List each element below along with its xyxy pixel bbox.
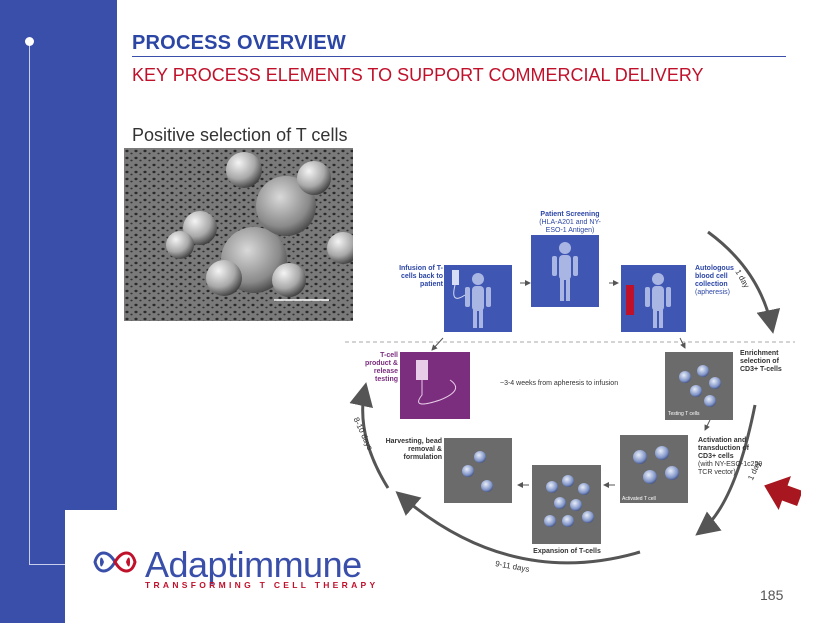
patient-screening-label: Patient Screening(HLA-A201 and NY-ESO-1 … xyxy=(539,211,601,234)
highlight-arrow-icon xyxy=(763,474,803,510)
testing-label: Testing T cells xyxy=(668,411,700,417)
activated-label: Activated T cell xyxy=(622,496,656,502)
adaptimmune-logo-icon xyxy=(90,542,140,582)
page-number: 185 xyxy=(760,587,784,603)
center-label: ~3-4 weeks from apheresis to infusion xyxy=(500,380,619,387)
product-label: T-cell product & release testing xyxy=(364,352,398,383)
side-line-vertical xyxy=(29,42,30,565)
activation-label: Activation and transduction of CD3+ cell… xyxy=(698,437,763,476)
side-dot xyxy=(25,37,34,46)
logo-name: Adaptimmune xyxy=(145,544,362,585)
photo-caption: Positive selection of T cells xyxy=(132,125,348,145)
title-rule xyxy=(132,56,786,57)
page-subtitle: KEY PROCESS ELEMENTS TO SUPPORT COMMERCI… xyxy=(132,65,704,85)
harvesting-label: Harvesting, bead removal & formulation xyxy=(385,438,442,461)
page-title: PROCESS OVERVIEW xyxy=(132,32,346,54)
apheresis-label: Autologous blood cell collection(apheres… xyxy=(695,265,734,296)
enrichment-label: Enrichment selection of CD3+ T-cells xyxy=(740,350,782,373)
logo-tagline: TRANSFORMING T CELL THERAPY xyxy=(145,580,379,590)
infusion-label: Infusion of T-cells back to patient xyxy=(399,265,443,288)
process-diagram: Patient Screening(HLA-A201 and NY-ESO-1 … xyxy=(340,205,800,580)
expansion-label: Expansion of T-cells xyxy=(533,548,601,555)
logo-panel xyxy=(65,510,365,623)
microscopy-photo xyxy=(124,148,353,321)
